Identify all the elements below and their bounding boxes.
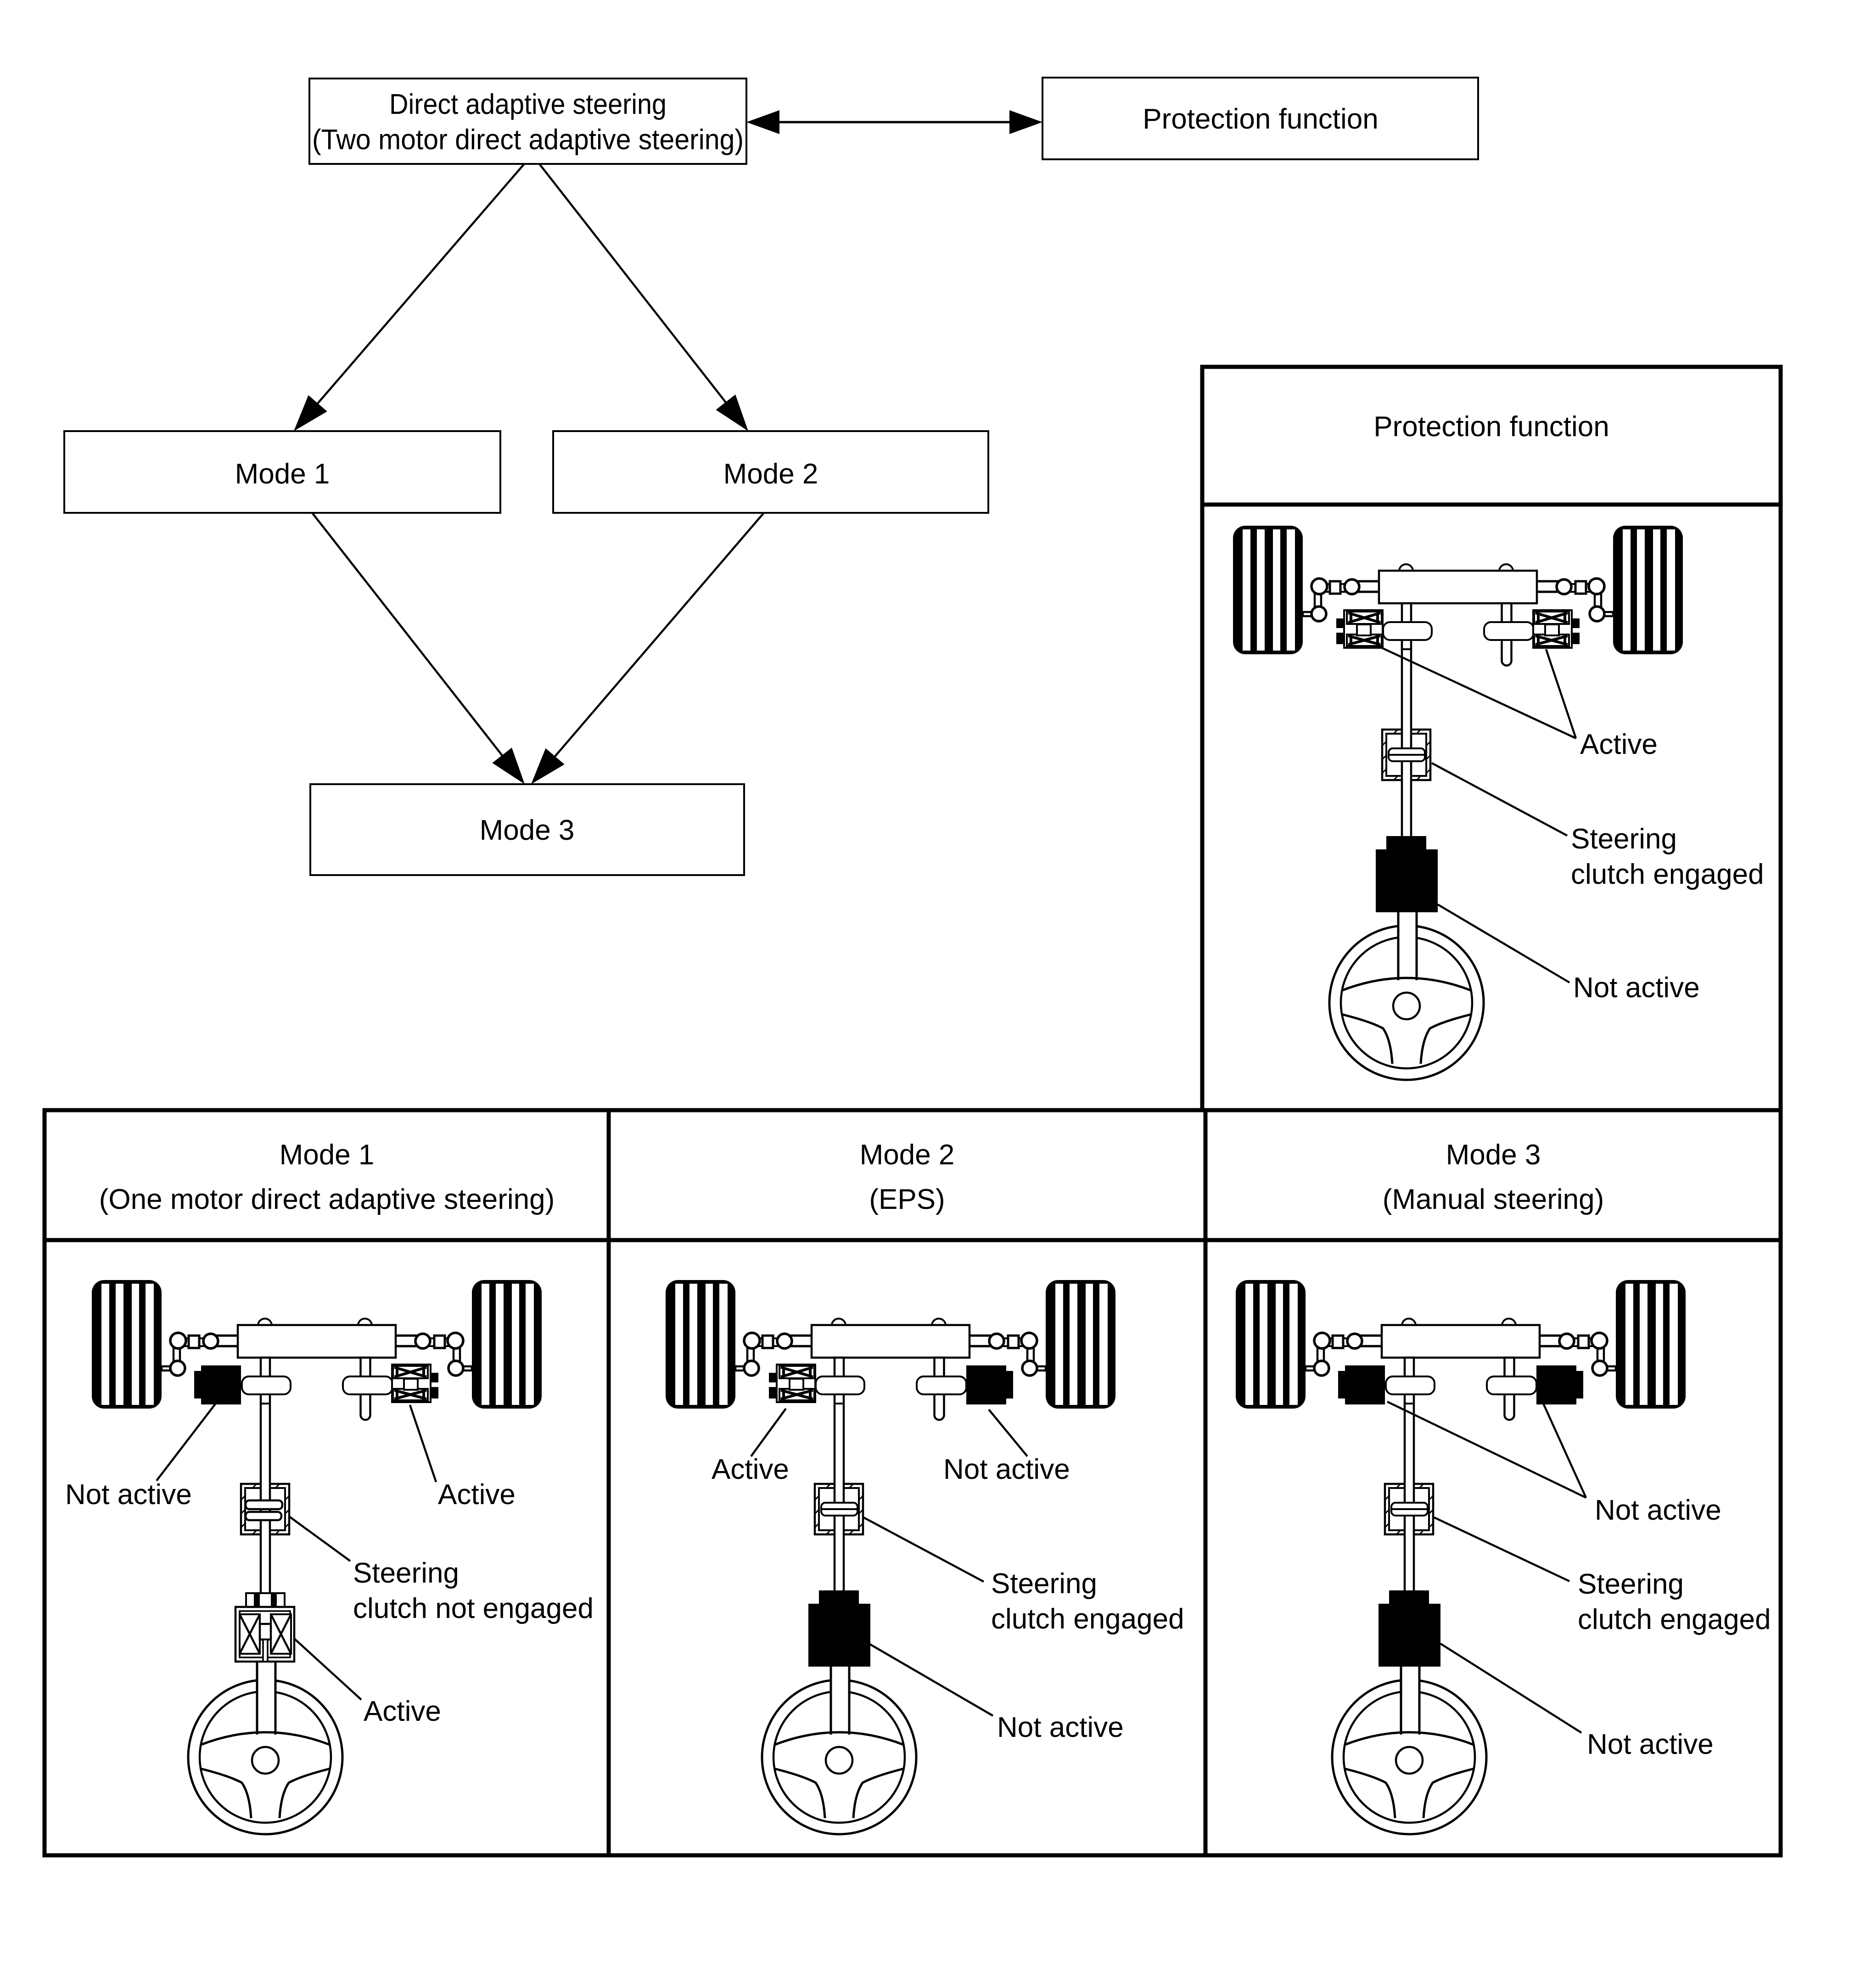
svg-text:clutch engaged: clutch engaged: [1578, 1604, 1771, 1635]
svg-text:Not active: Not active: [997, 1712, 1124, 1743]
svg-text:Mode 2: Mode 2: [860, 1139, 955, 1171]
svg-text:Mode 1: Mode 1: [280, 1139, 375, 1171]
svg-text:Not active: Not active: [1573, 972, 1700, 1004]
svg-text:Direct adaptive steering: Direct adaptive steering: [389, 89, 667, 120]
svg-text:clutch engaged: clutch engaged: [991, 1603, 1184, 1635]
svg-text:Active: Active: [364, 1696, 441, 1727]
svg-text:clutch not engaged: clutch not engaged: [353, 1593, 594, 1624]
svg-text:Mode 3: Mode 3: [480, 814, 575, 846]
svg-text:Mode 2: Mode 2: [723, 458, 818, 490]
svg-text:Active: Active: [712, 1454, 789, 1485]
svg-text:(One motor direct adaptive ste: (One motor direct adaptive steering): [99, 1184, 555, 1215]
svg-text:Not active: Not active: [943, 1454, 1070, 1485]
svg-text:(Manual steering): (Manual steering): [1383, 1184, 1604, 1215]
svg-text:Protection function: Protection function: [1143, 103, 1379, 135]
svg-text:Protection function: Protection function: [1373, 411, 1609, 443]
svg-text:Not active: Not active: [65, 1479, 192, 1511]
svg-text:Steering: Steering: [1578, 1568, 1684, 1600]
svg-text:(Two motor direct adaptive ste: (Two motor direct adaptive steering): [312, 124, 744, 156]
svg-text:Steering: Steering: [991, 1568, 1097, 1600]
svg-text:Not active: Not active: [1587, 1729, 1714, 1760]
svg-text:Active: Active: [438, 1479, 516, 1511]
svg-text:Mode 3: Mode 3: [1446, 1139, 1541, 1171]
svg-text:Mode 1: Mode 1: [235, 458, 330, 490]
svg-text:Not active: Not active: [1595, 1494, 1721, 1526]
svg-text:Active: Active: [1580, 729, 1658, 760]
svg-text:Steering: Steering: [353, 1557, 459, 1589]
svg-text:clutch engaged: clutch engaged: [1571, 859, 1764, 890]
svg-text:(EPS): (EPS): [869, 1184, 945, 1215]
svg-text:Steering: Steering: [1571, 823, 1677, 855]
